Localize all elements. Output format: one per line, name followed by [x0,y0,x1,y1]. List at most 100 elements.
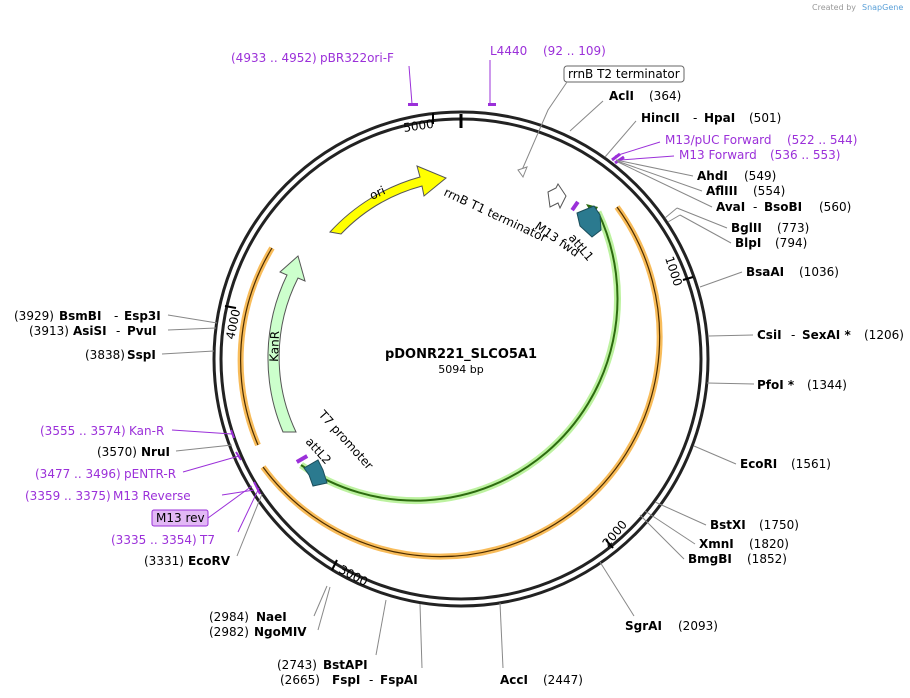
site-blpi[interactable]: BlpI (794) [667,214,807,250]
site-hincii[interactable]: HincII - HpaI (501) [604,111,781,158]
site-bstxi[interactable]: BstXI (1750) [654,501,799,532]
site-ecori[interactable]: EcoRI (1561) [693,445,831,471]
svg-text:(794): (794) [775,236,807,250]
attl1-feature [576,205,602,238]
svg-text:(549): (549) [744,169,776,183]
site-bsaai[interactable]: BsaAI (1036) [699,265,839,288]
svg-text:HincII: HincII [641,111,680,125]
svg-text:(3929): (3929) [14,309,54,323]
primer-m13-puc-forward[interactable]: M13/pUC Forward (522 .. 544) [611,133,857,162]
svg-text:(1344): (1344) [807,378,847,392]
svg-text:-: - [116,324,120,338]
site-nrui[interactable]: (3570) NruI [97,444,233,459]
svg-text:M13 Reverse: M13 Reverse [113,489,191,503]
m13-fwd-bar [570,200,580,212]
attl2-feature [303,459,328,487]
site-afliii[interactable]: AflIII (554) [616,160,785,198]
svg-text:pENTR-R: pENTR-R [124,467,176,481]
rrnb-t2-mark [517,166,528,179]
site-ahdi[interactable]: AhdI (549) [615,159,776,183]
snapgene-logo-text: SnapGene [862,3,903,12]
ori-feature [329,165,447,235]
svg-text:(1820): (1820) [749,537,789,551]
site-acli[interactable]: AclI (364) [569,89,681,132]
backbone-outer-ring [212,110,710,608]
svg-text:(1750): (1750) [759,518,799,532]
site-csii[interactable]: CsiI - SexAI * (1206) [708,328,904,342]
svg-text:(2982): (2982) [209,625,249,639]
primer-kan-r[interactable]: (3555 .. 3574) Kan-R [40,424,235,439]
site-xmni[interactable]: XmnI (1820) [644,510,789,551]
tick-5000-label: 5000 [402,117,434,135]
site-asisi[interactable]: (3913) AsiSI - PvuI [29,324,217,338]
t7-promoter-bar [295,454,309,464]
tick-4000-label: 4000 [223,308,243,341]
site-sgrai[interactable]: SgrAI (2093) [599,561,718,633]
site-bglii[interactable]: BglII (773) [664,207,809,235]
pbr322ori-f-name: pBR322ori-F [320,51,394,65]
site-pfoi[interactable]: PfoI * (1344) [706,378,847,392]
feature-arc-orange-left-core [240,247,273,446]
site-acci[interactable]: AccI (2447) [499,602,583,687]
svg-text:(1036): (1036) [799,265,839,279]
svg-text:(554): (554) [753,184,785,198]
svg-text:(2447): (2447) [543,673,583,687]
kanr-feature [267,255,306,433]
svg-text:PfoI *: PfoI * [757,378,795,392]
site-ngomiv[interactable]: (2982) NgoMIV [209,586,331,639]
svg-text:XmnI: XmnI [699,537,734,551]
rrnb-t2-box [563,65,685,83]
svg-text:(2984): (2984) [209,610,249,624]
tick-3000-label: 3000 [337,562,371,589]
svg-text:CsiI: CsiI [757,328,782,342]
primer-pentr-r[interactable]: (3477 .. 3496) pENTR-R [35,451,242,481]
svg-text:(1561): (1561) [791,457,831,471]
primer-m13-forward[interactable]: M13 Forward (536 .. 553) [614,148,840,165]
svg-text:(3555 .. 3574): (3555 .. 3574) [40,424,126,438]
label-m13-rev: M13 rev [151,485,253,527]
site-bstapi[interactable]: (2743) BstAPI [277,599,387,672]
svg-text:(3838): (3838) [85,348,125,362]
primer-m13-reverse[interactable]: (3359 .. 3375) M13 Reverse [25,481,261,503]
svg-text:-: - [693,111,697,125]
svg-text:SexAI *: SexAI * [802,328,851,342]
svg-text:BsoBI: BsoBI [764,200,802,214]
svg-text:(1852): (1852) [747,552,787,566]
primer-t7[interactable]: (3335 .. 3354) T7 [111,487,260,547]
svg-text:BstAPI: BstAPI [323,658,368,672]
svg-text:(3359 .. 3375): (3359 .. 3375) [25,489,111,503]
svg-text:BsmBI: BsmBI [59,309,101,323]
svg-text:(364): (364) [649,89,681,103]
svg-text:(3913): (3913) [29,324,69,338]
svg-text:NruI: NruI [141,445,170,459]
site-sspi[interactable]: (3838) SspI [85,348,215,362]
svg-text:(501): (501) [749,111,781,125]
svg-text:Esp3I: Esp3I [124,309,161,323]
kanr-label: KanR [267,331,282,362]
svg-text:-: - [369,673,373,687]
rrnb-t1-feature [547,183,567,210]
svg-text:(3477 .. 3496): (3477 .. 3496) [35,467,121,481]
svg-text:(560): (560) [819,200,851,214]
l4440-mark [488,103,496,106]
site-naei[interactable]: (2984) NaeI [209,585,328,624]
svg-text:M13 Forward: M13 Forward [679,148,757,162]
svg-text:HpaI: HpaI [704,111,735,125]
insert-arc [300,211,619,502]
svg-text:M13/pUC Forward: M13/pUC Forward [665,133,772,147]
site-fspi[interactable]: (2665) FspI - FspAI [280,603,423,687]
svg-text:(3570): (3570) [97,445,137,459]
site-bsmbi[interactable]: (3929) BsmBI - Esp3I [14,309,218,324]
site-ecorv[interactable]: (3331) EcoRV [144,493,263,568]
svg-text:SspI: SspI [127,348,156,362]
site-avai[interactable]: AvaI - BsoBI (560) [617,161,851,214]
tick-4000-mark [224,305,237,309]
tick-1000-mark [682,276,694,281]
svg-text:BglII: BglII [731,221,762,235]
l4440-name: L4440 [490,44,527,58]
site-bmgbi[interactable]: BmgBI (1852) [639,514,787,566]
svg-text:(2743): (2743) [277,658,317,672]
svg-text:(1206): (1206) [864,328,904,342]
svg-text:PvuI: PvuI [127,324,157,338]
